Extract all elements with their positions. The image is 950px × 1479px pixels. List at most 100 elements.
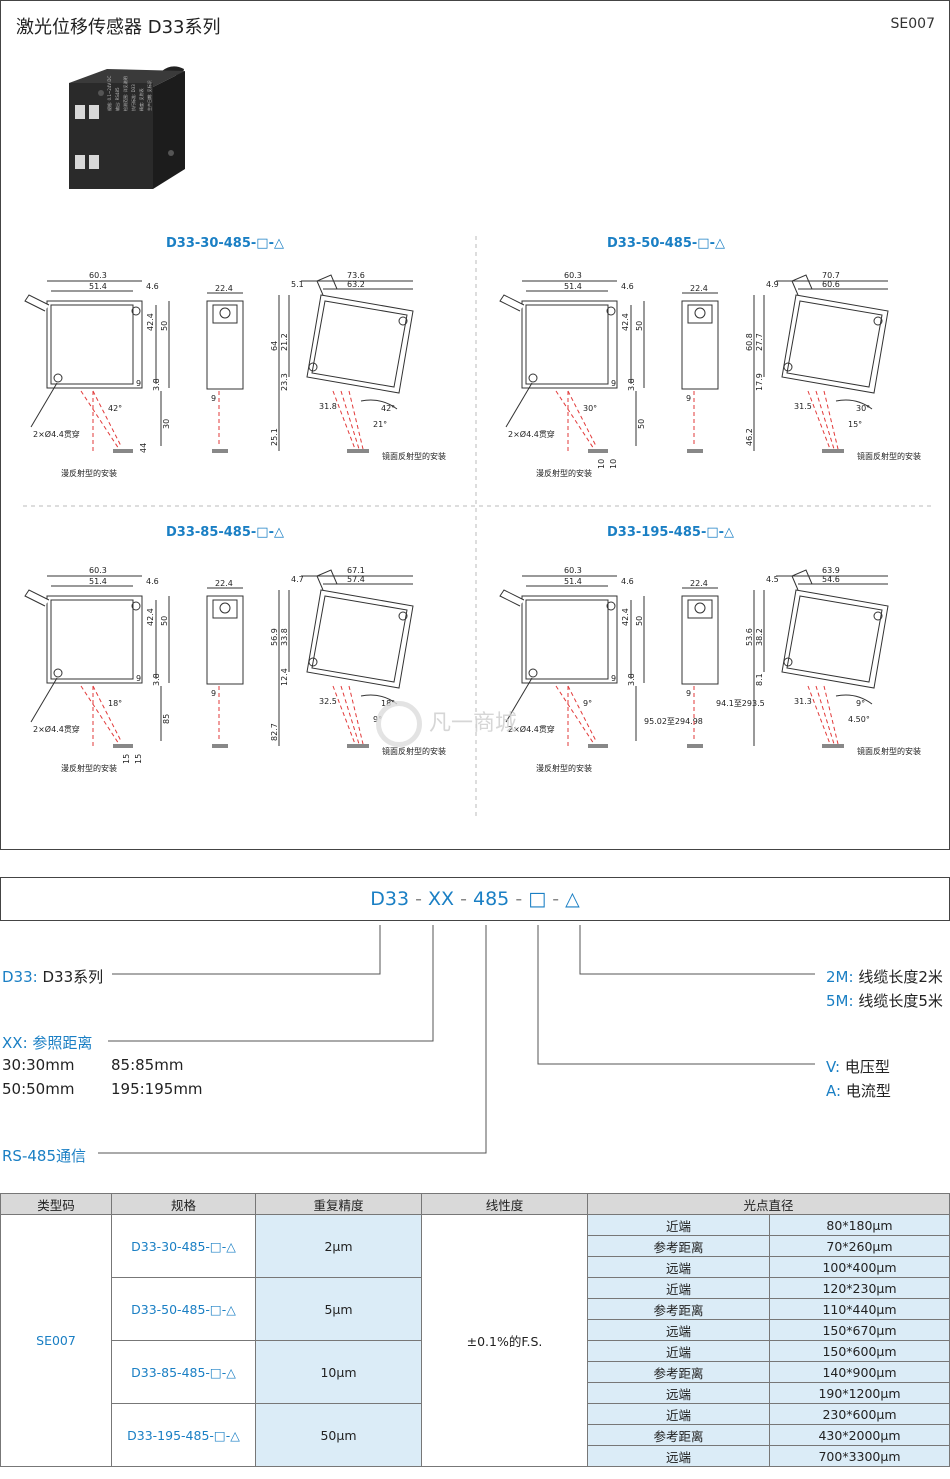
legend-lines	[98, 925, 815, 1154]
dimension-label: 4.6	[621, 577, 634, 586]
front-view	[24, 280, 170, 389]
spot-position-cell: 近端	[587, 1340, 770, 1362]
code-sep: -	[415, 888, 422, 910]
dimension-label: 50	[160, 321, 169, 331]
dimension-label: 56.9	[270, 628, 279, 646]
dimension-label: 30°	[583, 404, 597, 413]
dimension-label: 22.4	[690, 579, 708, 588]
dimension-label: 82.7	[270, 723, 279, 741]
legend-option: 50:50mm	[2, 1080, 75, 1098]
dimension-label: 漫反射型的安装	[536, 763, 592, 773]
spot-size-cell: 80*180μm	[769, 1214, 950, 1236]
spot-position-cell: 近端	[587, 1403, 770, 1425]
code-part-distance: XX	[428, 888, 455, 910]
spec-cell: D33-30-485-□-△	[111, 1214, 256, 1278]
dimension-label: 2×Ø4.4贯穿	[508, 724, 555, 734]
spot-size-cell: 120*230μm	[769, 1277, 950, 1299]
watermark-text: 凡一商城	[429, 711, 518, 736]
dimension-label: 22.4	[215, 284, 233, 293]
precision-cell: 10μm	[255, 1340, 422, 1404]
target-block	[212, 744, 228, 748]
dimension-label: 漫反射型的安装	[536, 468, 592, 478]
dimension-label: 73.6	[347, 271, 365, 280]
target-block	[212, 449, 228, 453]
label-line: 执行标准: D33	[130, 84, 136, 111]
dimension-label: 63.9	[822, 566, 840, 575]
dimension-label: 60.3	[564, 271, 582, 280]
legend-distance: XX: 参照距离	[2, 1034, 93, 1052]
legend-series: D33: D33系列	[2, 968, 104, 986]
spot-size-cell: 430*2000μm	[769, 1424, 950, 1446]
label-line: 精度: 见附表	[138, 88, 144, 111]
precision-cell: 5μm	[255, 1277, 422, 1341]
drawing-separators	[23, 236, 931, 816]
dimension-label: 15°	[848, 420, 862, 429]
dimension-label: 22.4	[690, 284, 708, 293]
dimension-label: 漫反射型的安装	[61, 468, 117, 478]
dimension-label: 10	[597, 459, 606, 469]
dimension-label: 镜面反射型的安装	[857, 746, 921, 756]
dimension-label: 漫反射型的安装	[61, 763, 117, 773]
dimension-label: 21°	[373, 420, 387, 429]
spot-position-cell: 近端	[587, 1214, 770, 1236]
dimension-label: 31.8	[319, 402, 337, 411]
dimension-label: 4.6	[146, 282, 159, 291]
front-view	[499, 575, 645, 684]
dimension-label: 9	[211, 689, 216, 698]
target-block	[588, 744, 608, 748]
dimension-label: 2×Ø4.4贯穿	[33, 724, 80, 734]
legend-cable-2m: 2M: 线缆长度2米	[826, 968, 943, 986]
spot-size-cell: 110*440μm	[769, 1298, 950, 1320]
dimension-label: 50	[635, 321, 644, 331]
dimension-label: 50	[160, 616, 169, 626]
spec-cell: D33-85-485-□-△	[111, 1340, 256, 1404]
dimension-label: 25.1	[270, 428, 279, 446]
mirror-view	[781, 274, 889, 394]
dimension-label: 镜面反射型的安装	[857, 451, 921, 461]
dimension-label: 51.4	[89, 282, 107, 291]
dimension-label: 60.3	[564, 566, 582, 575]
dimension-label: 9	[136, 674, 141, 683]
label-line: 生产日期: 见标识	[146, 80, 152, 111]
table-header: 规格	[111, 1193, 256, 1215]
dimension-label: 60.3	[89, 566, 107, 575]
dimension-label: 50	[635, 616, 644, 626]
spot-position-cell: 远端	[587, 1445, 770, 1467]
type-code-cell: SE007	[0, 1214, 112, 1467]
dimension-label: 17.9	[755, 373, 764, 391]
target-block	[113, 449, 133, 453]
target-block	[347, 449, 369, 453]
dimension-label: 95.02至294.98	[644, 717, 703, 726]
dimension-label: 4.5	[766, 575, 779, 584]
table-header: 光点直径	[587, 1193, 950, 1215]
drawing-title: D33-50-485-□-△	[607, 236, 725, 251]
spec-cell: D33-195-485-□-△	[111, 1403, 256, 1467]
drawing-title: D33-85-485-□-△	[166, 525, 284, 540]
target-block	[113, 744, 133, 748]
dimension-label: 2×Ø4.4贯穿	[33, 429, 80, 439]
dimension-label: 3.8	[627, 378, 636, 391]
side-view	[681, 595, 719, 685]
legend-option: 85:85mm	[111, 1056, 184, 1074]
target-block	[588, 449, 608, 453]
spot-position-cell: 参考距离	[587, 1298, 770, 1320]
dimension-label: 42.4	[146, 608, 155, 626]
spec-cell: D33-50-485-□-△	[111, 1277, 256, 1341]
spot-size-cell: 100*400μm	[769, 1256, 950, 1278]
dimension-label: 57.4	[347, 575, 365, 584]
dimension-label: 63.2	[347, 280, 365, 289]
dimension-label: 9	[611, 674, 616, 683]
spot-size-cell: 230*600μm	[769, 1403, 950, 1425]
dimension-label: 42°	[381, 404, 395, 413]
dimension-label: 10	[609, 459, 618, 469]
dimension-label: 46.2	[745, 428, 754, 446]
dimension-label: 51.4	[89, 577, 107, 586]
dimension-label: 33.8	[280, 628, 289, 646]
spot-position-cell: 参考距离	[587, 1361, 770, 1383]
dimension-label: 42.4	[621, 608, 630, 626]
label-line: 规格: 0.1~24V DC	[106, 75, 112, 111]
